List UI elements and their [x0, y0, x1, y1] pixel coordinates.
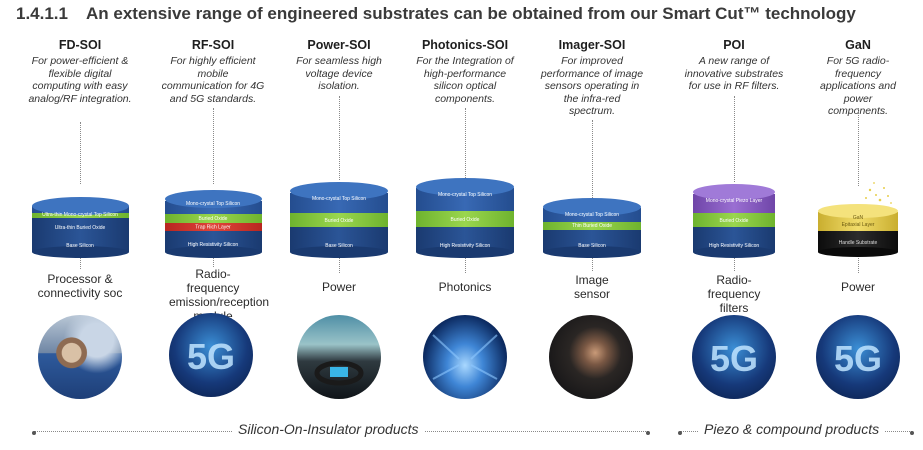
photo-car-dashboard — [297, 315, 381, 399]
svg-text:Buried Oxide: Buried Oxide — [720, 218, 749, 224]
svg-text:Trap Rich Layer: Trap Rich Layer — [195, 225, 231, 231]
column-photonics-soi: Photonics-SOI For the Integration of hig… — [401, 38, 529, 105]
svg-text:Base Silicon: Base Silicon — [66, 243, 94, 249]
heading-number: 1.4.1.1 — [16, 4, 68, 23]
stack-photonics-soi: Mono-crystal Top Silicon Buried Oxide Hi… — [416, 178, 514, 258]
product-description: For 5G radio-frequency applications and … — [820, 55, 896, 117]
connector-line — [592, 255, 593, 271]
svg-text:Mono-crystal Top Silicon: Mono-crystal Top Silicon — [312, 196, 366, 202]
svg-text:Base Silicon: Base Silicon — [578, 243, 606, 249]
stack-power-soi: Mono-crystal Top Silicon Buried Oxide Ba… — [290, 182, 388, 258]
svg-text:Ultra-thin Buried Oxide: Ultra-thin Buried Oxide — [55, 225, 106, 231]
column-rf-soi: RF-SOI For highly efficient mobile commu… — [149, 38, 277, 105]
group-endpoint — [678, 431, 682, 435]
application-label: Power — [321, 280, 356, 294]
connector-line — [80, 122, 81, 184]
connector-line — [339, 255, 340, 273]
stack-fd-soi: Ultra-thin Mono-crystal Top Silicon Ultr… — [32, 197, 129, 258]
application-label: Power — [840, 280, 875, 294]
connector-line — [80, 255, 81, 269]
product-name: POI — [723, 38, 745, 52]
application-label: Radio-frequency filters — [707, 273, 761, 315]
connector-line — [213, 255, 214, 267]
product-name: Power-SOI — [307, 38, 371, 52]
application-label: Image sensor — [573, 273, 611, 301]
stack-poi: Mono-crystal Piezo Layer Buried Oxide Hi… — [693, 184, 775, 258]
connector-line — [734, 255, 735, 271]
connector-line — [465, 108, 466, 178]
svg-text:High Resistivity Silicon: High Resistivity Silicon — [440, 243, 491, 249]
connector-line — [592, 120, 593, 198]
column-poi: POI A new range of innovative substrates… — [670, 38, 798, 93]
svg-text:5G: 5G — [834, 338, 882, 379]
connector-line — [734, 96, 735, 182]
connector-line — [339, 96, 340, 180]
photo-data-center — [423, 315, 507, 399]
photo-5g: 5G — [169, 313, 253, 397]
svg-text:High Resistivity Silicon: High Resistivity Silicon — [188, 242, 239, 248]
group-endpoint — [910, 431, 914, 435]
product-name: Imager-SOI — [558, 38, 626, 52]
svg-text:Buried Oxide: Buried Oxide — [199, 216, 228, 222]
column-gan: GaN For 5G radio-frequency applications … — [794, 38, 922, 118]
photo-face — [549, 315, 633, 399]
svg-text:Ultra-thin Mono-crystal Top Si: Ultra-thin Mono-crystal Top Silicon — [42, 212, 118, 218]
group-label-soi: Silicon-On-Insulator products — [232, 421, 425, 437]
product-description: For seamless high voltage device isolati… — [296, 55, 382, 92]
svg-text:Base Silicon: Base Silicon — [325, 243, 353, 249]
svg-text:Mono-crystal Piezo Layer: Mono-crystal Piezo Layer — [706, 198, 763, 204]
group-endpoint — [32, 431, 36, 435]
product-description: For highly efficient mobile communicatio… — [161, 55, 265, 105]
group-endpoint — [646, 431, 650, 435]
stack-imager-soi: Mono-crystal Top Silicon Thin Buried Oxi… — [543, 198, 641, 258]
product-name: FD-SOI — [58, 38, 102, 52]
column-imager-soi: Imager-SOI For improved performance of i… — [528, 38, 656, 118]
product-name: GaN — [845, 38, 871, 52]
stack-gan: GaN Epitaxial Layer Handle Substrate — [818, 182, 898, 257]
application-label: Photonics — [438, 280, 492, 294]
connector-line — [858, 255, 859, 273]
svg-text:5G: 5G — [187, 336, 235, 377]
svg-text:5G: 5G — [710, 338, 758, 379]
svg-text:GaN: GaN — [853, 215, 864, 221]
connector-line — [213, 108, 214, 184]
stack-rf-soi: Mono-crystal Top Silicon Buried Oxide Tr… — [165, 190, 262, 258]
product-description: For the Integration of high-performance … — [416, 55, 514, 105]
page-heading: 1.4.1.1 An extensive range of engineered … — [16, 4, 856, 24]
photo-5g: 5G — [692, 315, 776, 399]
product-name: Photonics-SOI — [421, 38, 509, 52]
connector-line — [858, 108, 859, 186]
svg-text:Epitaxial Layer: Epitaxial Layer — [842, 222, 875, 228]
svg-text:Mono-crystal Top Silicon: Mono-crystal Top Silicon — [438, 192, 492, 198]
group-label-piezo: Piezo & compound products — [698, 421, 886, 437]
svg-text:High Resistivity Silicon: High Resistivity Silicon — [709, 243, 760, 249]
heading-title: An extensive range of engineered substra… — [86, 4, 856, 23]
svg-text:Thin Buried Oxide: Thin Buried Oxide — [572, 223, 612, 229]
photo-person-with-phone — [38, 315, 122, 399]
svg-text:Mono-crystal Top Silicon: Mono-crystal Top Silicon — [565, 212, 619, 218]
product-description: A new range of innovative substrates for… — [684, 55, 784, 92]
column-power-soi: Power-SOI For seamless high voltage devi… — [275, 38, 403, 93]
product-name: RF-SOI — [191, 38, 235, 52]
svg-text:Buried Oxide: Buried Oxide — [451, 217, 480, 223]
product-description: For improved performance of image sensor… — [540, 55, 644, 117]
product-description: For power-efficient & flexible digital c… — [28, 55, 132, 105]
column-fd-soi: FD-SOI For power-efficient & flexible di… — [16, 38, 144, 105]
svg-text:Buried Oxide: Buried Oxide — [325, 218, 354, 224]
photo-5g: 5G — [816, 315, 900, 399]
svg-text:Mono-crystal Top Silicon: Mono-crystal Top Silicon — [186, 201, 240, 207]
application-label: Processor & connectivity soc — [37, 272, 123, 300]
connector-line — [465, 255, 466, 273]
svg-text:Handle Substrate: Handle Substrate — [839, 240, 878, 246]
